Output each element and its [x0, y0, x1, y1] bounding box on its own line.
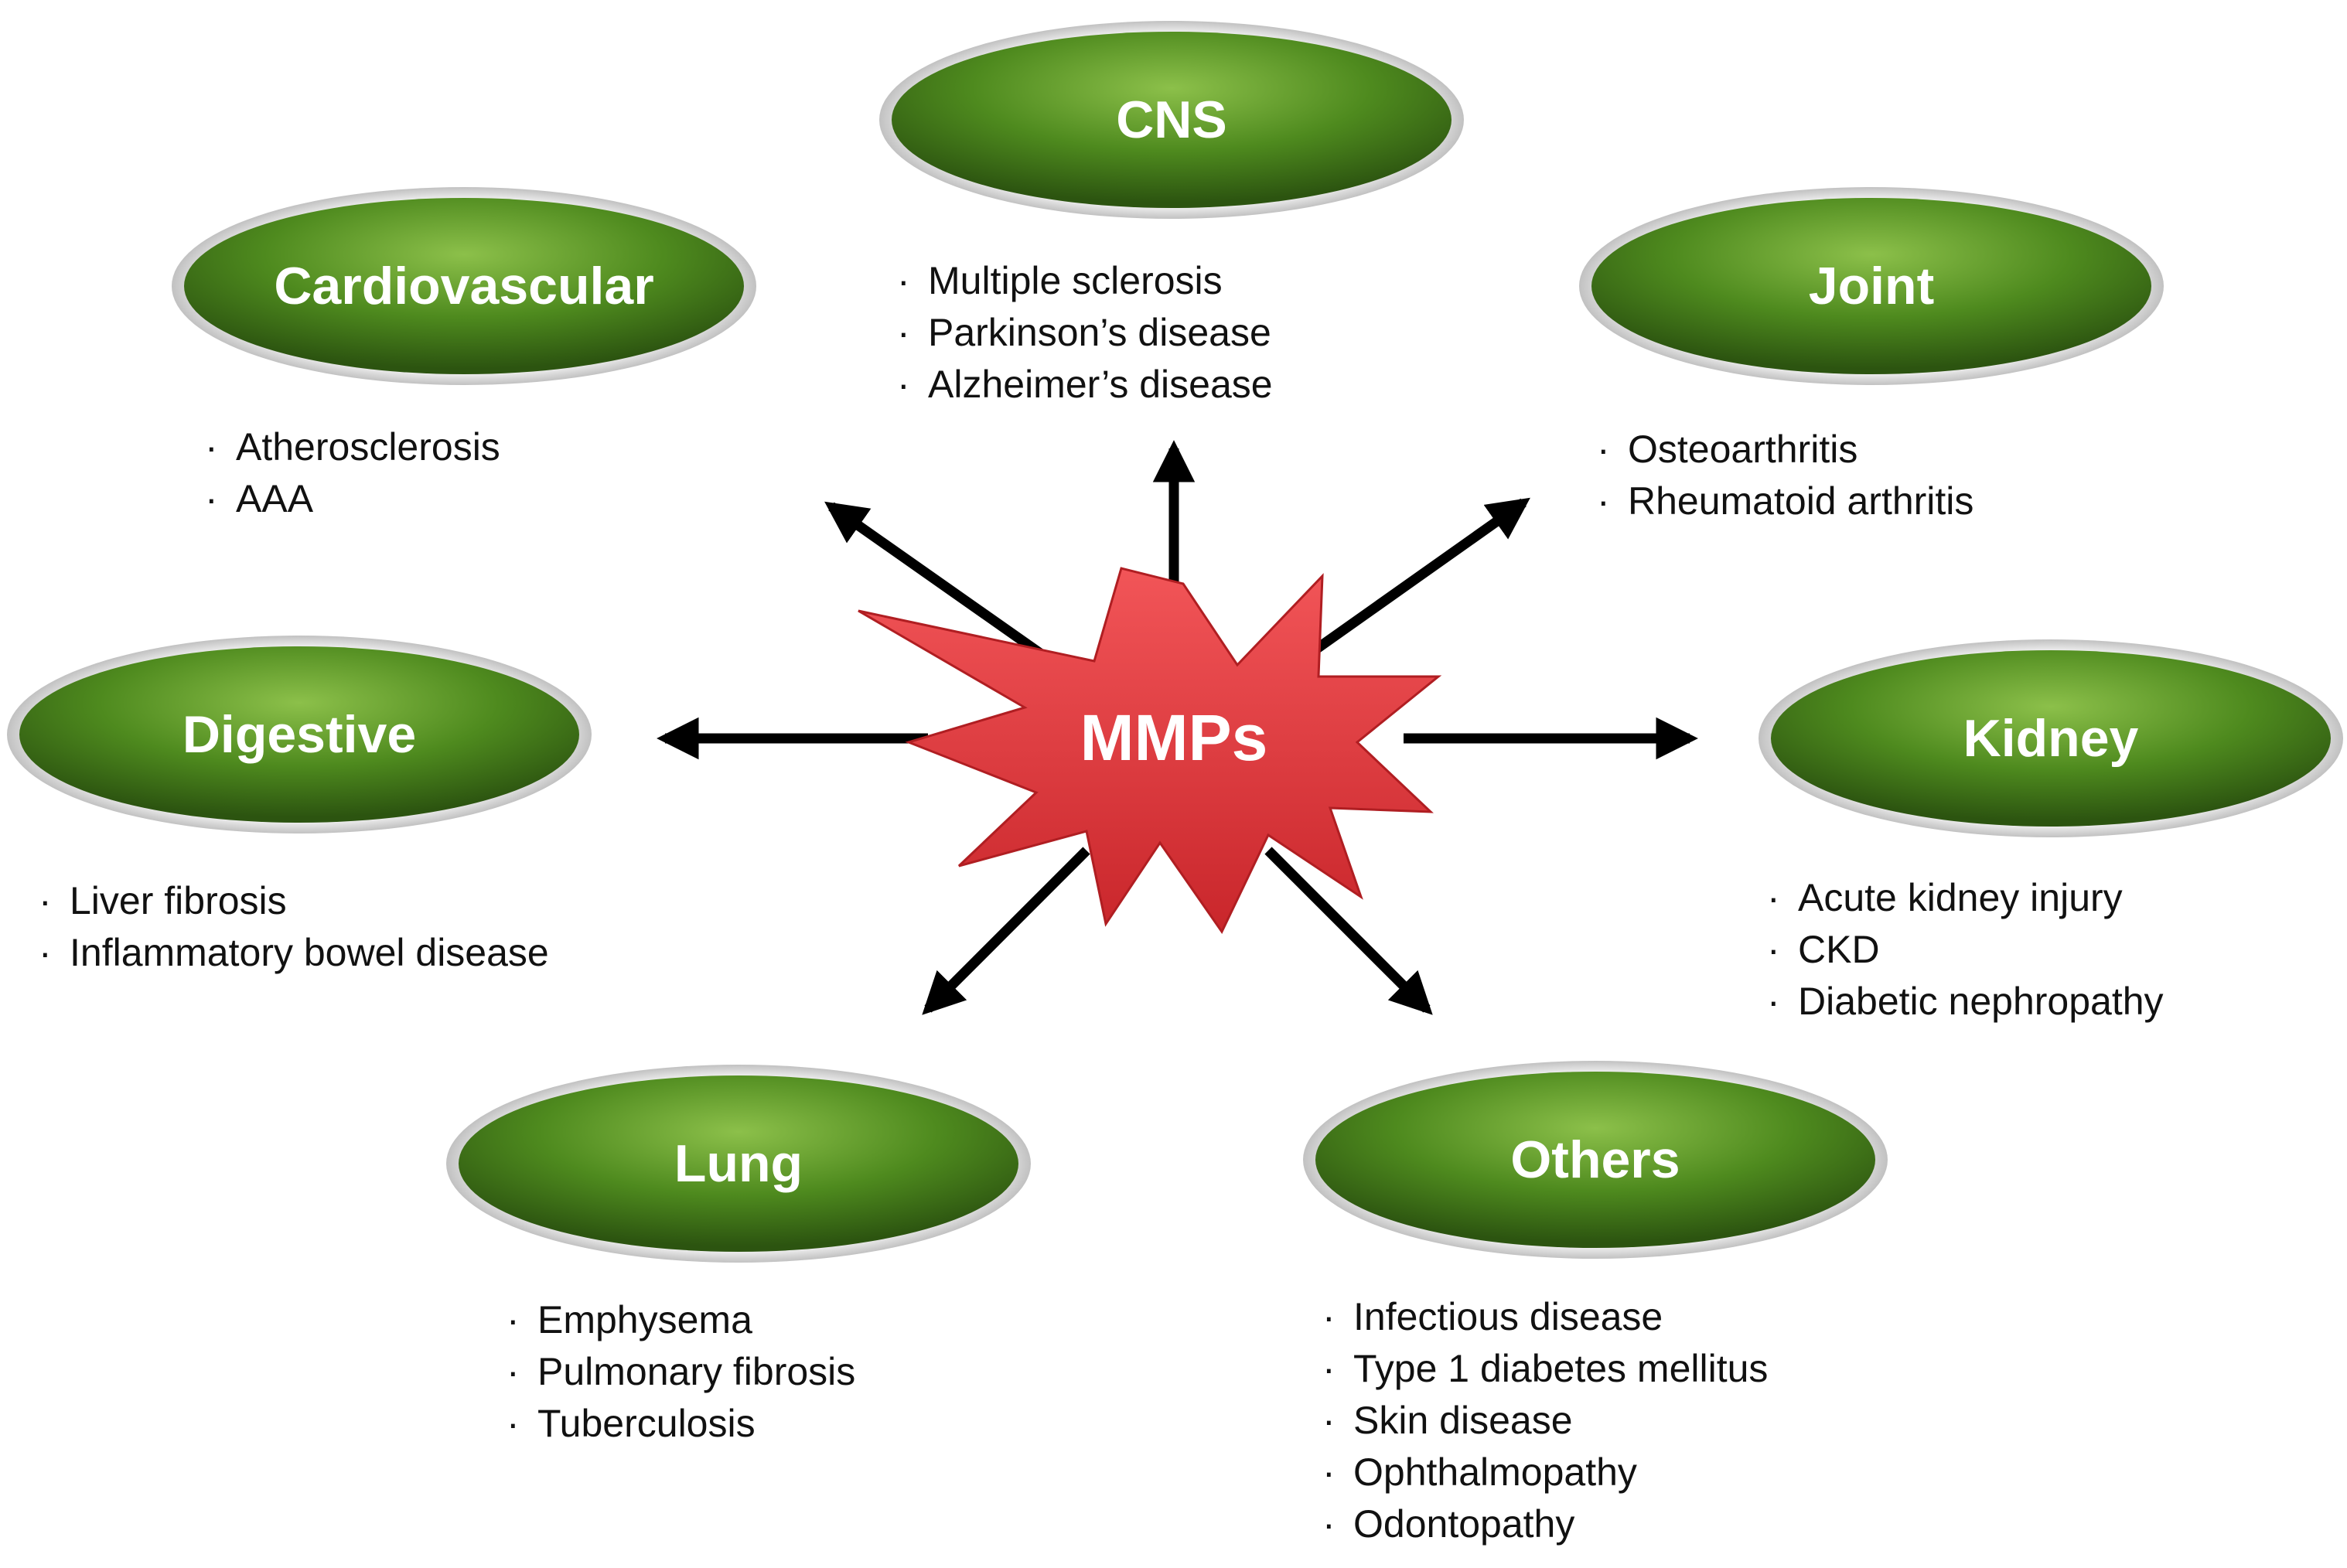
joint-disease-list: ·Osteoarthritis ·Rheumatoid arthritis [1597, 424, 1973, 527]
list-item: ·Tuberculosis [507, 1402, 756, 1445]
list-item: ·AAA [205, 477, 314, 520]
node-ellipse [1771, 650, 2331, 827]
arrow-to-others [1264, 847, 1433, 1015]
node-ellipse [1591, 198, 2151, 374]
node-label: Digestive [183, 705, 416, 764]
cns-disease-list: ·Multiple sclerosis ·Parkinson’s disease… [897, 255, 1273, 411]
list-item: ·Type 1 diabetes mellitus [1322, 1347, 1769, 1390]
digestive-disease-list: ·Liver fibrosis ·Inflammatory bowel dise… [39, 875, 549, 979]
node-ellipse [459, 1075, 1018, 1252]
center-label: MMPs [1080, 701, 1268, 774]
node-label: Kidney [1963, 709, 2139, 768]
node-label: Joint [1809, 257, 1934, 315]
list-item: ·Parkinson’s disease [897, 311, 1271, 354]
list-item: ·Diabetic nephropathy [1767, 980, 2164, 1023]
cardiovascular-disease-list: ·Atherosclerosis ·AAA [205, 421, 500, 525]
list-item: ·Inflammatory bowel disease [39, 931, 549, 974]
node-ellipse [892, 32, 1452, 208]
node-label: Others [1510, 1130, 1680, 1189]
burst-shape [858, 567, 1442, 934]
list-item: ·Atherosclerosis [205, 425, 500, 469]
list-item: ·Liver fibrosis [39, 879, 287, 922]
list-item: ·Odontopathy [1322, 1502, 1575, 1546]
list-item: ·Emphysema [507, 1298, 752, 1341]
node-ellipse [184, 198, 744, 374]
list-item: ·Infectious disease [1322, 1295, 1663, 1338]
mmps-burst: MMPs [858, 567, 1442, 934]
list-item: ·Osteoarthritis [1597, 428, 1858, 471]
list-item: ·CKD [1767, 928, 1880, 971]
others-disease-list: ·Infectious disease ·Type 1 diabetes mel… [1322, 1291, 1768, 1550]
node-lung: Lung [446, 1065, 1031, 1263]
arrow-to-lung [922, 847, 1090, 1015]
lung-disease-list: ·Emphysema ·Pulmonary fibrosis ·Tubercul… [507, 1294, 855, 1450]
list-item: ·Rheumatoid arthritis [1597, 479, 1974, 523]
node-cardiovascular: Cardiovascular [172, 187, 756, 385]
node-ellipse [19, 646, 579, 823]
node-cns: CNS [879, 21, 1464, 219]
list-item: ·Pulmonary fibrosis [507, 1350, 856, 1393]
node-kidney: Kidney [1759, 639, 2343, 837]
node-label: Lung [674, 1134, 803, 1193]
list-item: ·Acute kidney injury [1767, 876, 2123, 919]
node-digestive: Digestive [7, 636, 592, 833]
node-label: Cardiovascular [274, 257, 653, 315]
node-joint: Joint [1579, 187, 2164, 385]
list-item: ·Alzheimer’s disease [897, 363, 1273, 406]
list-item: ·Multiple sclerosis [897, 259, 1223, 302]
node-ellipse [1315, 1072, 1875, 1248]
node-others: Others [1303, 1061, 1888, 1259]
node-label: CNS [1116, 90, 1227, 149]
kidney-disease-list: ·Acute kidney injury ·CKD ·Diabetic neph… [1767, 872, 2164, 1028]
list-item: ·Skin disease [1322, 1399, 1573, 1442]
list-item: ·Ophthalmopathy [1322, 1450, 1637, 1494]
